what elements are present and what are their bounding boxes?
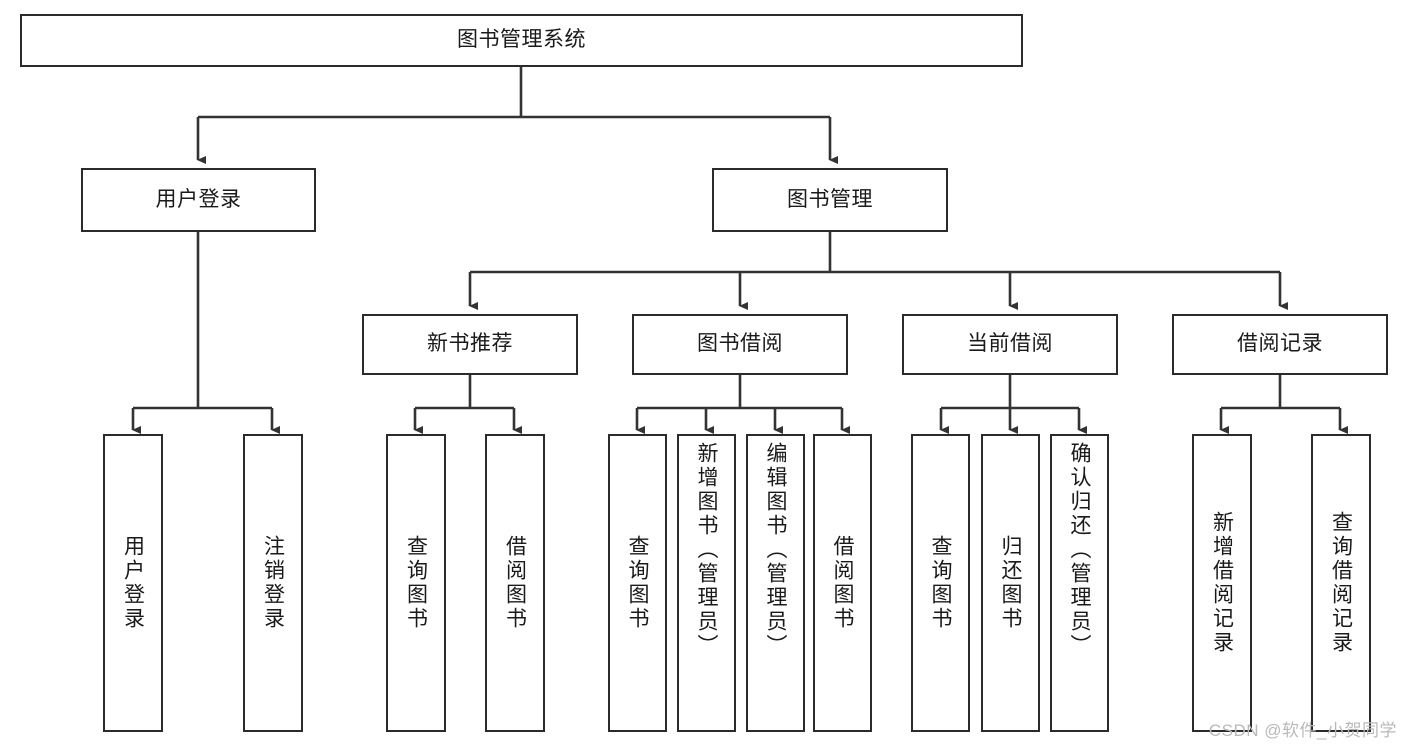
node-label: 新书推荐: [427, 332, 513, 356]
node-current-borrow[interactable]: 当前借阅: [902, 314, 1118, 375]
leaf-node-user-logout[interactable]: 注销登录: [243, 434, 303, 732]
node-label: 新增借阅记录: [1210, 511, 1234, 655]
leaf-node-confirm-return-admin[interactable]: 确认归还（管理员）: [1050, 434, 1109, 732]
leaf-node-borrow-book[interactable]: 借阅图书: [813, 434, 872, 732]
leaf-node-edit-book-admin[interactable]: 编辑图书（管理员）: [746, 434, 805, 732]
leaf-node-return-book[interactable]: 归还图书: [981, 434, 1040, 732]
node-label: 借阅图书: [831, 535, 854, 631]
leaf-node-query-book-borrow[interactable]: 查询图书: [608, 434, 667, 732]
node-label: 图书管理: [787, 187, 873, 211]
node-label: 确认归还（管理员）: [1068, 442, 1091, 658]
node-book-borrow[interactable]: 图书借阅: [632, 314, 848, 375]
node-label: 当前借阅: [967, 332, 1053, 356]
node-label: 用户登录: [121, 535, 145, 631]
node-user-login[interactable]: 用户登录: [81, 168, 316, 232]
node-label: 编辑图书（管理员）: [764, 442, 787, 658]
node-label: 新增图书（管理员）: [695, 442, 718, 658]
leaf-node-add-borrow-record[interactable]: 新增借阅记录: [1192, 434, 1252, 732]
leaf-node-add-book-admin[interactable]: 新增图书（管理员）: [677, 434, 736, 732]
node-new-book-recommend[interactable]: 新书推荐: [362, 314, 578, 375]
leaf-node-query-borrow-record[interactable]: 查询借阅记录: [1311, 434, 1371, 732]
node-label: 注销登录: [261, 535, 285, 631]
node-label: 图书借阅: [697, 332, 783, 356]
leaf-node-user-login[interactable]: 用户登录: [103, 434, 163, 732]
node-label: 查询图书: [929, 535, 952, 631]
node-label: 查询图书: [626, 535, 649, 631]
node-label: 借阅图书: [503, 535, 527, 631]
node-label: 图书管理系统: [457, 28, 586, 52]
node-label: 借阅记录: [1237, 332, 1323, 356]
node-label: 查询图书: [404, 535, 428, 631]
node-borrow-record[interactable]: 借阅记录: [1172, 314, 1388, 375]
node-label: 归还图书: [999, 535, 1022, 631]
leaf-node-borrow-book-recommend[interactable]: 借阅图书: [485, 434, 545, 732]
node-root-book-management-system[interactable]: 图书管理系统: [20, 14, 1023, 67]
leaf-node-query-book-recommend[interactable]: 查询图书: [386, 434, 446, 732]
leaf-node-query-book-current[interactable]: 查询图书: [911, 434, 970, 732]
node-book-management[interactable]: 图书管理: [712, 168, 948, 232]
node-label: 用户登录: [155, 187, 242, 211]
node-label: 查询借阅记录: [1329, 511, 1353, 655]
